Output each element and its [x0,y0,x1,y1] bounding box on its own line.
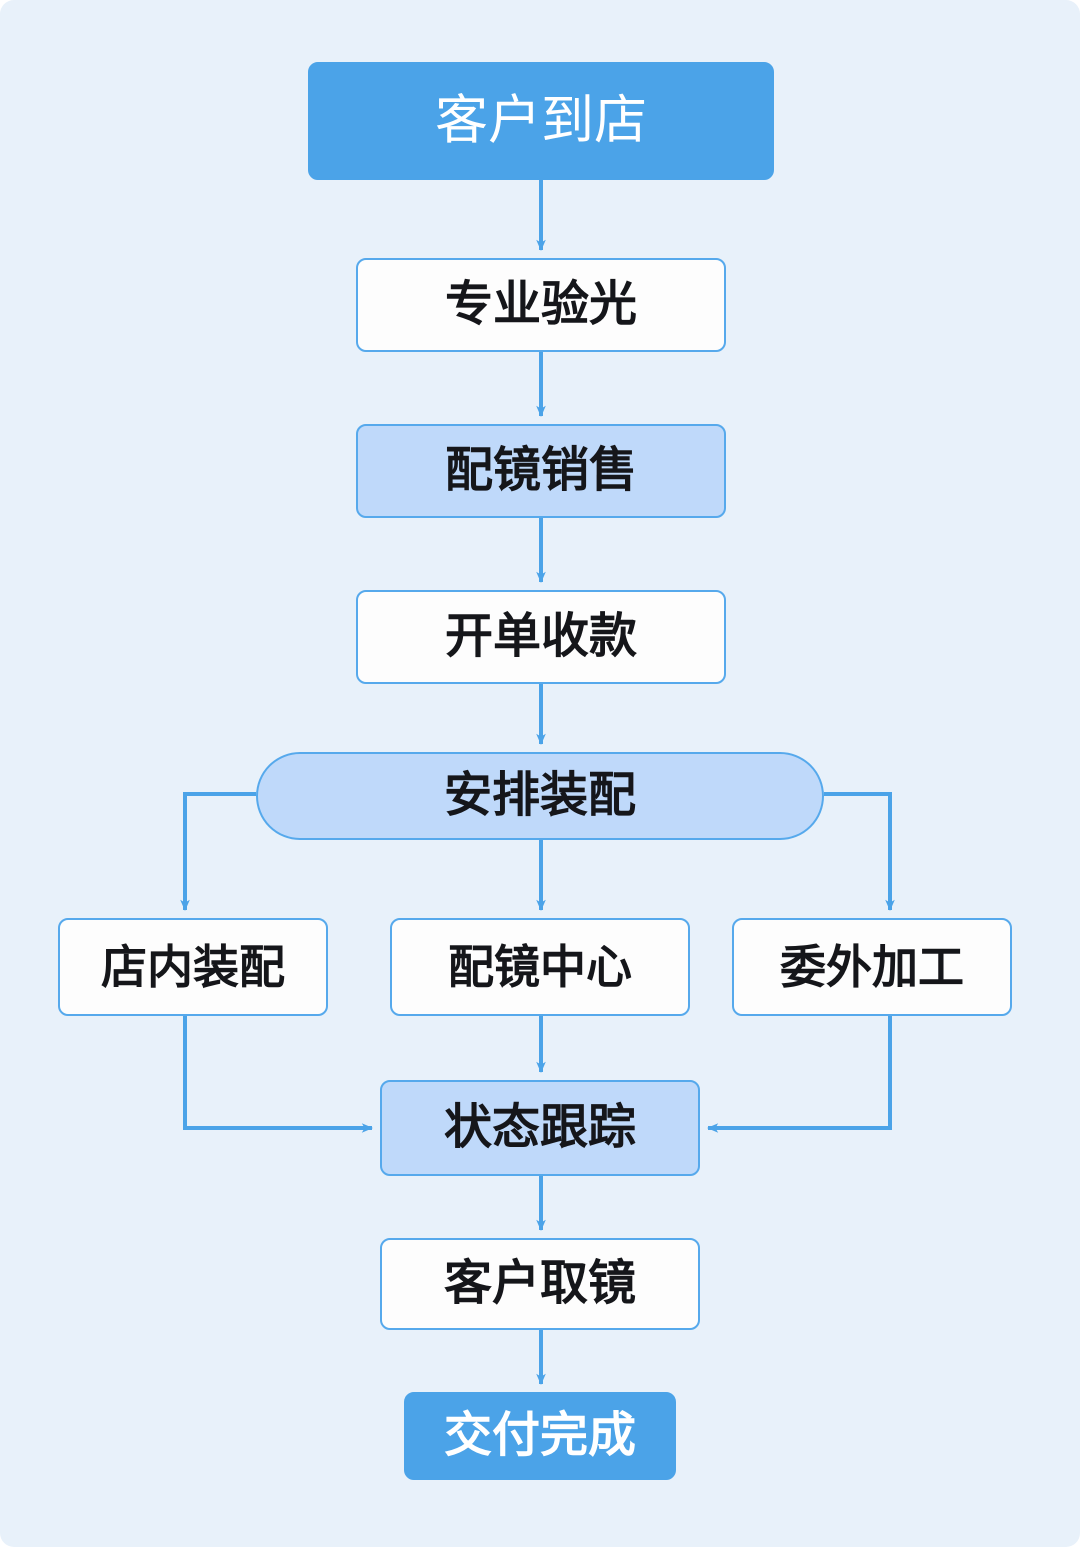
node-status-tracking[interactable]: 状态跟踪 [380,1080,700,1176]
node-label: 配镜中心 [448,940,632,993]
node-label: 客户取镜 [443,1256,636,1310]
node-label: 专业验光 [444,277,637,331]
node-label: 状态跟踪 [443,1100,636,1154]
node-label: 委外加工 [780,940,964,993]
node-professional-optometry[interactable]: 专业验光 [356,258,726,352]
node-label: 配镜销售 [444,443,637,497]
edge-assembly-outsource [824,792,895,911]
node-billing-payment[interactable]: 开单收款 [356,590,726,684]
node-eyewear-sales[interactable]: 配镜销售 [356,424,726,518]
node-in-store-assembly[interactable]: 店内装配 [58,918,328,1016]
node-customer-pickup[interactable]: 客户取镜 [380,1238,700,1330]
node-label: 开单收款 [444,609,637,663]
node-optical-center[interactable]: 配镜中心 [390,918,690,1016]
node-label: 交付完成 [443,1408,636,1462]
node-arrange-assembly[interactable]: 安排装配 [256,752,824,840]
node-outsourced-processing[interactable]: 委外加工 [732,918,1012,1016]
node-customer-arrival[interactable]: 客户到店 [308,62,774,180]
node-label: 客户到店 [435,90,647,150]
node-delivery-complete[interactable]: 交付完成 [404,1392,676,1480]
node-label: 店内装配 [101,940,285,993]
edge-assembly-instore [180,792,256,911]
edge-instore-tracking [183,1016,373,1133]
node-label: 安排装配 [443,768,636,822]
edge-outsource-tracking [707,1016,892,1133]
